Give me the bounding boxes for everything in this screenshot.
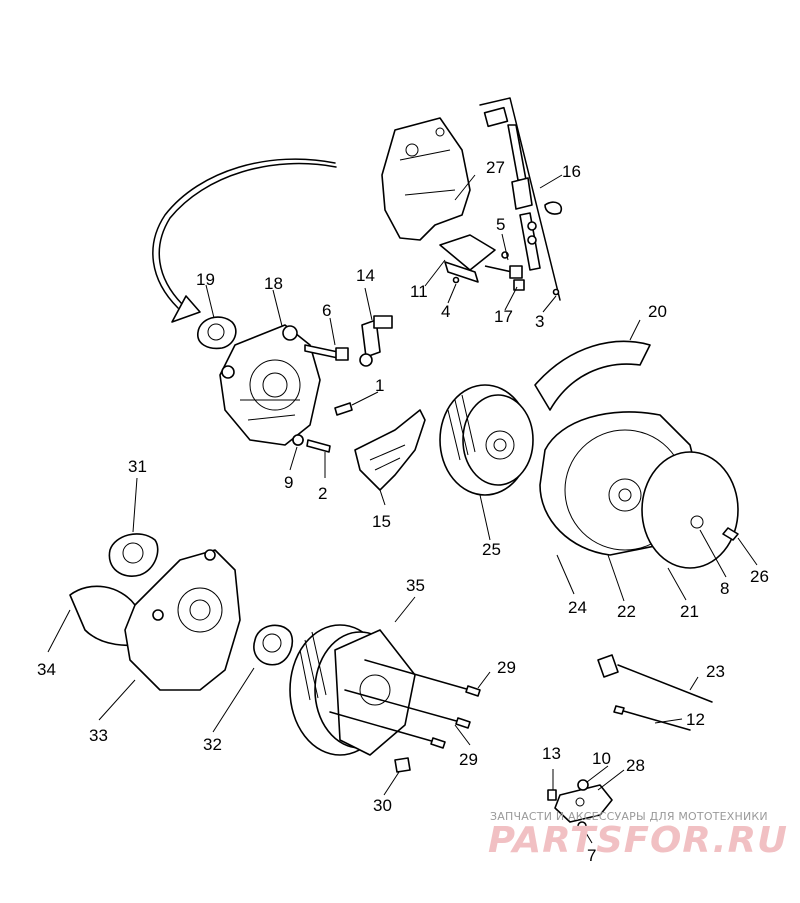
part-cover	[539, 411, 739, 569]
callout-25: 25	[482, 540, 501, 559]
callout-3: 3	[535, 312, 544, 331]
part-gasket-32	[253, 624, 294, 666]
callout-2: 2	[318, 484, 327, 503]
part-tube-14	[359, 315, 393, 367]
callout-29b: 29	[459, 750, 478, 769]
callout-26: 26	[750, 567, 769, 586]
part-shield-15	[354, 409, 426, 491]
callout-35: 35	[406, 576, 425, 595]
callout-23: 23	[706, 662, 725, 681]
callout-14: 14	[356, 266, 375, 285]
callout-24: 24	[568, 598, 587, 617]
callout-15: 15	[372, 512, 391, 531]
leader-lines	[47, 174, 758, 844]
callout-27: 27	[486, 158, 505, 177]
callout-11: 11	[410, 282, 428, 301]
part-backplate-33	[69, 549, 241, 691]
callout-18: 18	[264, 274, 283, 293]
assembly-arrow	[152, 158, 337, 323]
callout-9: 9	[284, 473, 293, 492]
callout-19: 19	[196, 270, 215, 289]
part-filter-25	[439, 384, 534, 496]
watermark-tagline: ЗАПЧАСТИ И АКСЕССУАРЫ ДЛЯ МОТОТЕХНИКИ	[490, 810, 768, 823]
watermark: ЗАПЧАСТИ И АКСЕССУАРЫ ДЛЯ МОТОТЕХНИКИ PA…	[488, 810, 788, 861]
callout-7: 7	[587, 846, 596, 865]
part-gasket-31	[108, 533, 159, 577]
part-bolt-2	[292, 434, 331, 453]
callout-21: 21	[680, 602, 699, 621]
part-nut-30	[394, 757, 411, 773]
callout-30: 30	[373, 796, 392, 815]
part-backplate	[219, 324, 321, 446]
callout-labels: 1 2 3 4 5 6 7 8 9 10 11 12 13 14 15 16 1…	[37, 158, 769, 865]
callout-1: 1	[375, 376, 384, 395]
part-bolt-6	[304, 344, 349, 361]
callout-5: 5	[496, 215, 505, 234]
part-bracket	[381, 117, 471, 241]
callout-6: 6	[322, 301, 331, 320]
callout-31: 31	[128, 457, 147, 476]
part-gasket-19	[197, 316, 237, 350]
part-trim-20	[534, 340, 651, 411]
part-screws-29	[329, 659, 481, 749]
callout-4: 4	[441, 302, 450, 321]
callout-12: 12	[686, 710, 705, 729]
callout-13: 13	[542, 744, 561, 763]
part-screw-1	[334, 402, 353, 416]
callout-16: 16	[562, 162, 581, 181]
part-sensor-23	[597, 654, 713, 731]
callout-29a: 29	[497, 658, 516, 677]
callout-33: 33	[89, 726, 108, 745]
callout-17: 17	[494, 307, 513, 326]
callout-22: 22	[617, 602, 636, 621]
part-bracket-28	[547, 779, 613, 831]
callout-10: 10	[592, 749, 611, 768]
callout-34: 34	[37, 660, 56, 679]
callout-32: 32	[203, 735, 222, 754]
callout-8: 8	[720, 579, 729, 598]
watermark-brand: PARTSFOR.RU	[488, 820, 788, 861]
part-filter-35	[289, 624, 416, 756]
part-breather-box	[439, 234, 496, 283]
callout-20: 20	[648, 302, 667, 321]
callout-28: 28	[626, 756, 645, 775]
